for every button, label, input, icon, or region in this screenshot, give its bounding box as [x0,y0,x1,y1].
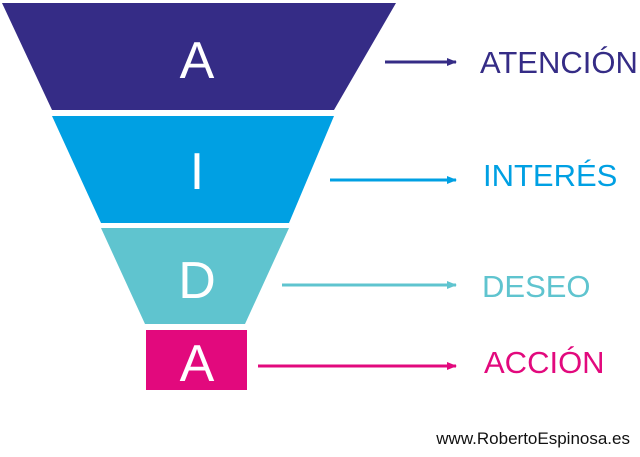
stage-interes: I INTERÉS [52,116,617,223]
stage-label-deseo: DESEO [482,269,591,304]
stage-letter-deseo: D [178,252,216,310]
funnel-segment-interes [52,116,334,223]
stage-accion: A ACCIÓN [146,330,605,393]
stage-letter-interes: I [190,143,204,201]
stage-deseo: D DESEO [101,228,591,324]
funnel-segment-atencion [2,3,396,110]
funnel-segment-deseo [101,228,289,324]
stage-label-atencion: ATENCIÓN [480,45,638,80]
stage-letter-accion: A [180,335,215,393]
stage-label-interes: INTERÉS [483,158,617,193]
stage-atencion: A ATENCIÓN [2,3,638,110]
stage-letter-atencion: A [180,32,215,90]
stage-label-accion: ACCIÓN [484,345,605,380]
funnel-segment-accion [146,330,247,390]
website-credit: www.RobertoEspinosa.es [436,429,630,448]
